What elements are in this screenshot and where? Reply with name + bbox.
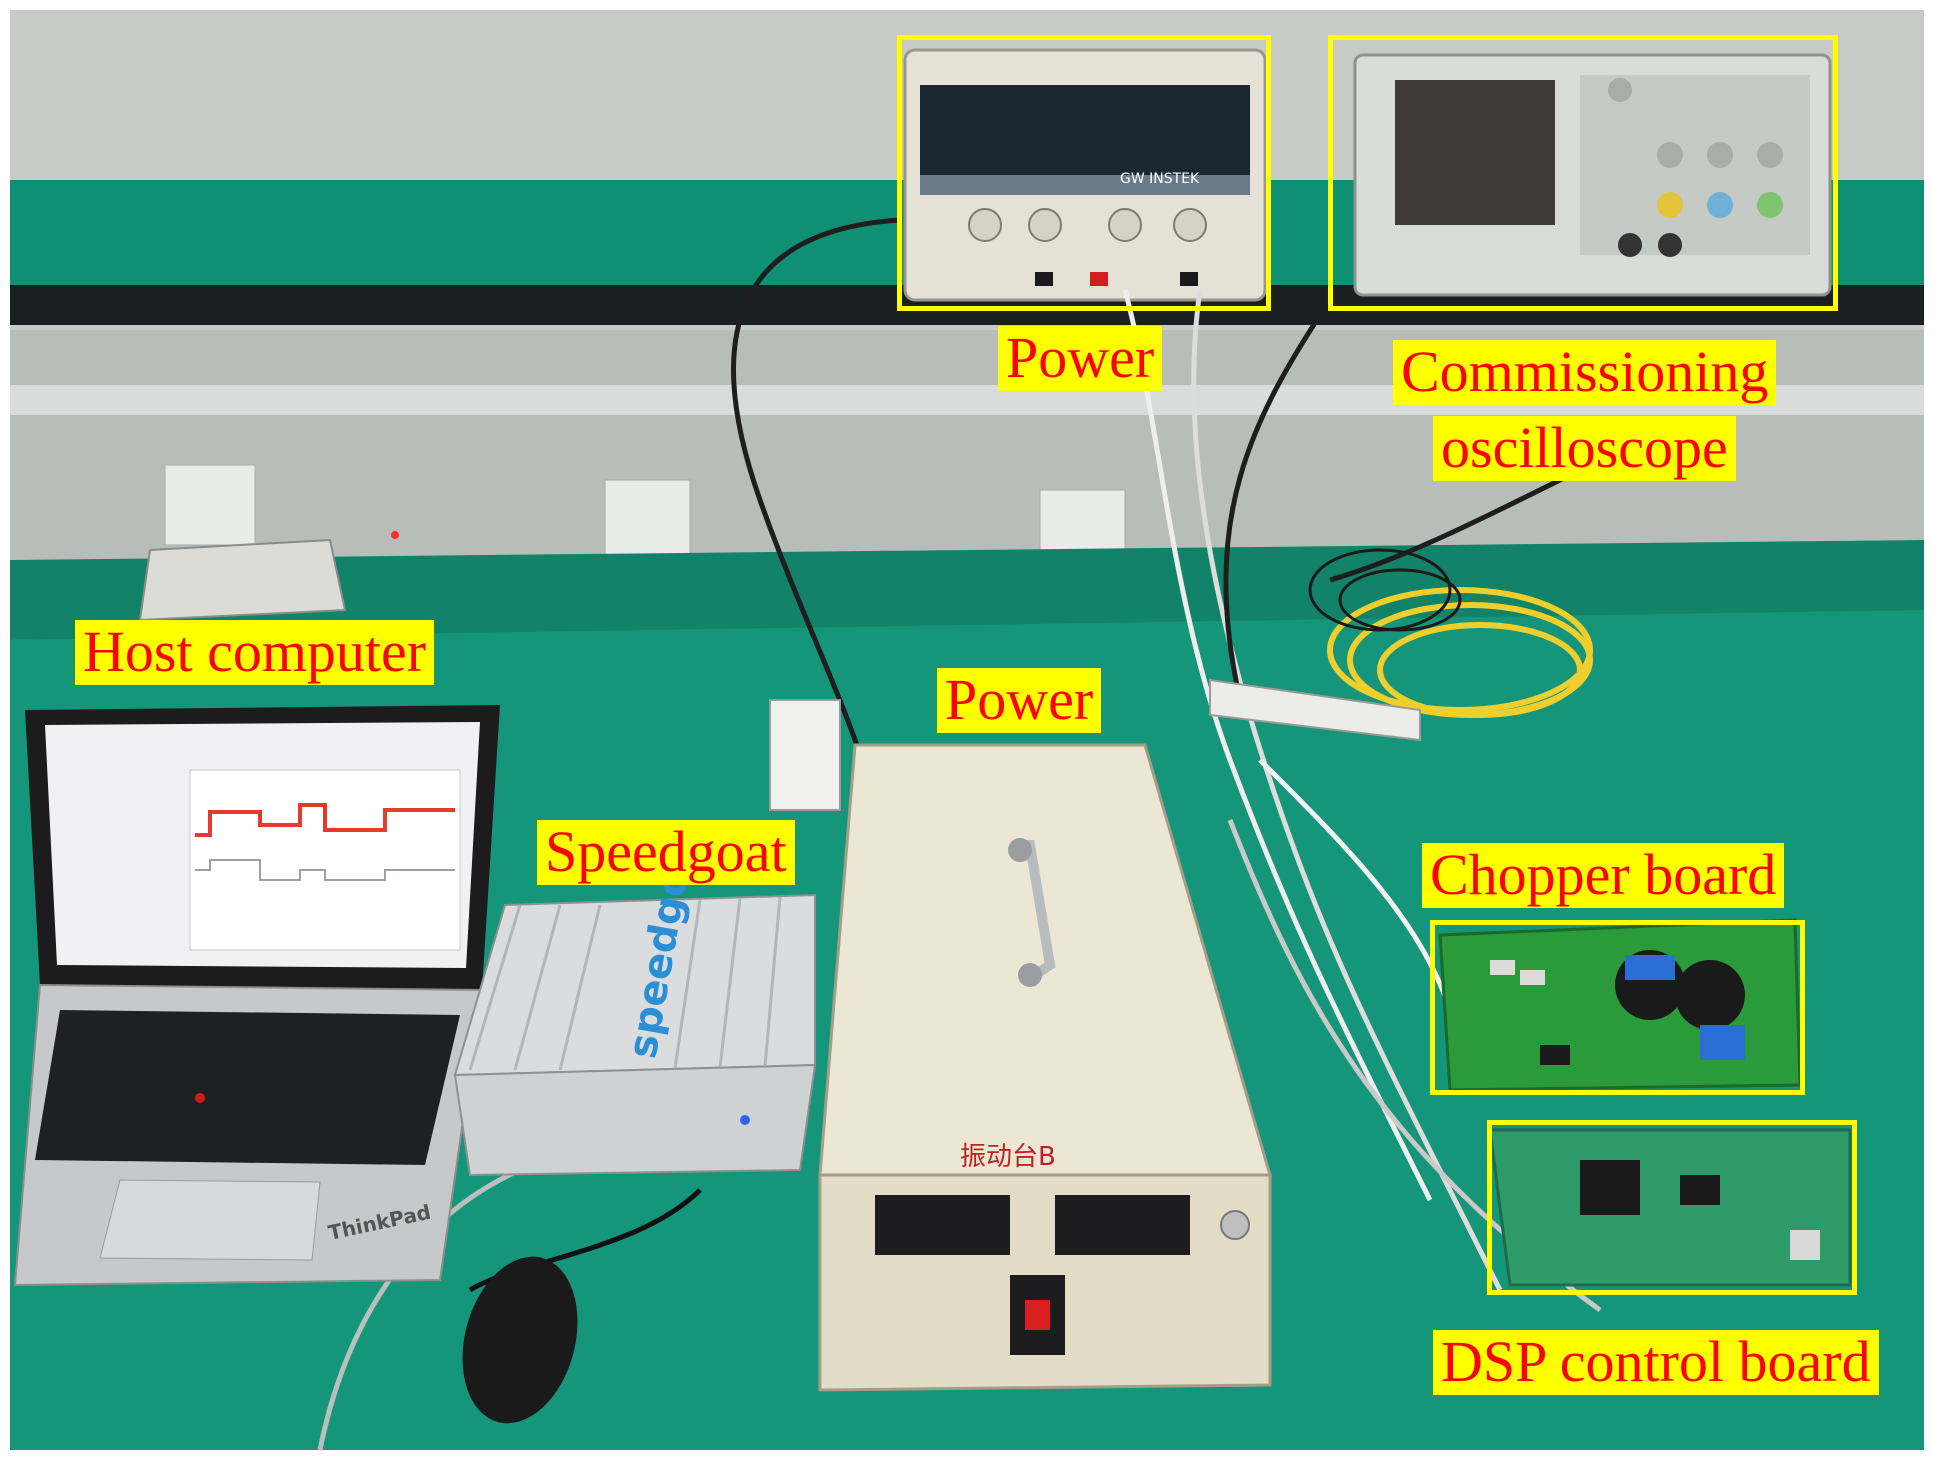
laptop-screen-signal (195, 803, 455, 837)
cables (317, 217, 1602, 1451)
wall-socket-2 (604, 479, 691, 561)
big-power-unit: 振动台B (818, 743, 1272, 1392)
power-strip (1209, 678, 1421, 742)
power-unit-handwriting: 振动台B (960, 1142, 1056, 1172)
dsp-board (1488, 1128, 1852, 1287)
power-middle-label: Power (937, 668, 1102, 734)
wall-socket-1 (164, 464, 256, 546)
speedgoat-unit: speedgoat (453, 820, 817, 1177)
dc-power-supply: GW INSTEK (903, 48, 1267, 302)
supply-brand-text: GW INSTEK (1120, 171, 1200, 187)
mouse (462, 1256, 578, 1424)
dsp-board-outline (1487, 1120, 1857, 1295)
dsp-control-board-label: DSP control board (1433, 1330, 1879, 1396)
laptop: ThinkPad (13, 705, 500, 1287)
power-top-label: Power (998, 326, 1163, 392)
speedgoat-label: Speedgoat (537, 820, 795, 886)
oscilloscope-label-2: oscilloscope (1433, 415, 1736, 482)
power-supply-outline (897, 35, 1271, 311)
host-computer-label: Host computer (75, 620, 435, 686)
chopper-board-label: Chopper board (1422, 843, 1785, 909)
oscilloscope-label-line2: oscilloscope (1441, 415, 1728, 480)
circuit-breaker (769, 699, 841, 811)
oscilloscope-outline (1328, 35, 1838, 311)
oscilloscope (1353, 53, 1832, 297)
host-box (138, 531, 399, 622)
oscilloscope-label-line1: Commissioning (1401, 339, 1769, 404)
chopper-board-outline (1430, 920, 1805, 1095)
yellow-cable-coil (1327, 587, 1593, 718)
main-table-back (10, 540, 1924, 640)
oscilloscope-label: Commissioning (1393, 339, 1777, 406)
black-cable-bundle (1308, 548, 1462, 632)
